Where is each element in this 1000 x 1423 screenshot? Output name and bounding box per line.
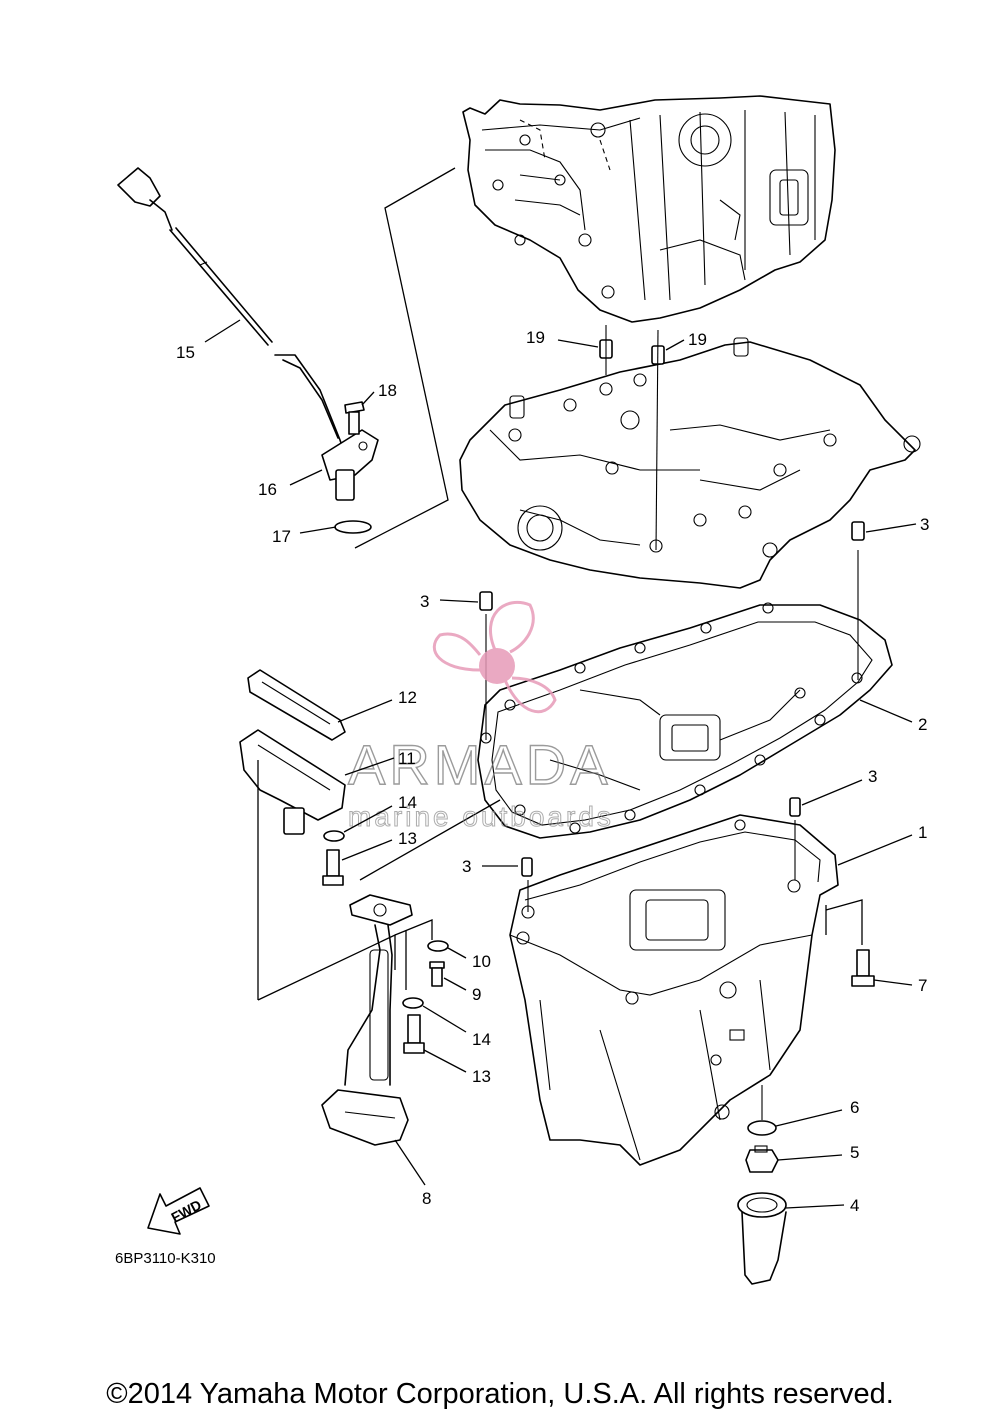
oil-strainer-pickup-8 — [321, 894, 413, 1146]
callout-3-d: 3 — [462, 857, 471, 876]
callouts: 1 2 3 3 3 3 4 5 6 7 8 9 10 11 12 13 13 — [176, 319, 929, 1215]
dipstick — [117, 167, 273, 346]
oil-pan-upper-plate — [459, 337, 921, 589]
propeller-icon — [432, 600, 557, 714]
watermark-tagline: marine outboards — [348, 801, 614, 832]
oil-pan-gasket — [477, 602, 893, 839]
bolt-13-lower — [403, 1014, 425, 1054]
gasket-12 — [247, 669, 346, 741]
callout-13-lower: 13 — [472, 1067, 491, 1086]
callout-11: 11 — [398, 749, 416, 768]
assembly-lines — [257, 167, 863, 1120]
bolt-9 — [429, 961, 445, 987]
callout-16: 16 — [258, 480, 277, 499]
dipstick-guide — [274, 354, 379, 501]
callout-18: 18 — [378, 381, 397, 400]
callout-6: 6 — [850, 1098, 859, 1117]
drain-plug-5 — [745, 1145, 779, 1173]
callout-10: 10 — [472, 952, 491, 971]
callout-3-c: 3 — [868, 767, 877, 786]
washer-14-lower — [402, 997, 424, 1009]
callout-3-b: 3 — [420, 592, 429, 611]
dowel-pin-3-a — [851, 521, 865, 541]
copyright-notice: ©2014 Yamaha Motor Corporation, U.S.A. A… — [106, 1378, 894, 1410]
callout-19-right: 19 — [688, 330, 707, 349]
callout-19-left: 19 — [526, 328, 545, 347]
dowel-pin-3-b — [479, 591, 493, 611]
callout-1: 1 — [918, 823, 927, 842]
callout-17: 17 — [272, 527, 291, 546]
bolt-7 — [851, 949, 875, 987]
watermark-logo: ARMADA marine outboards — [347, 600, 614, 833]
callout-7: 7 — [918, 976, 927, 995]
callout-14-upper: 14 — [398, 793, 417, 812]
drain-adapter-4 — [737, 1192, 787, 1285]
callout-4: 4 — [850, 1196, 859, 1215]
callout-3-a: 3 — [920, 515, 929, 534]
callout-14-lower: 14 — [472, 1030, 491, 1049]
oil-pan — [509, 814, 839, 1166]
dowel-pin-3-d — [521, 857, 533, 877]
bolt-18 — [344, 401, 365, 435]
drain-gasket-6 — [747, 1120, 777, 1136]
callout-2: 2 — [918, 715, 927, 734]
washer-14-upper — [323, 830, 345, 842]
o-ring-17 — [334, 520, 372, 534]
callout-5: 5 — [850, 1143, 859, 1162]
watermark-brand: ARMADA — [348, 733, 612, 796]
callout-9: 9 — [472, 985, 481, 1004]
fwd-arrow-icon: FWD — [147, 1187, 210, 1235]
callout-8: 8 — [422, 1189, 431, 1208]
bolt-13-upper — [322, 849, 344, 886]
engine-block-outline — [462, 95, 836, 323]
strainer-housing-11 — [239, 729, 346, 835]
part-code: 6BP3110-K310 — [115, 1250, 216, 1267]
callout-15: 15 — [176, 343, 195, 362]
callout-13-upper: 13 — [398, 829, 417, 848]
washer-10 — [427, 940, 449, 952]
dowel-pin-3-c — [789, 797, 801, 817]
callout-12: 12 — [398, 688, 417, 707]
